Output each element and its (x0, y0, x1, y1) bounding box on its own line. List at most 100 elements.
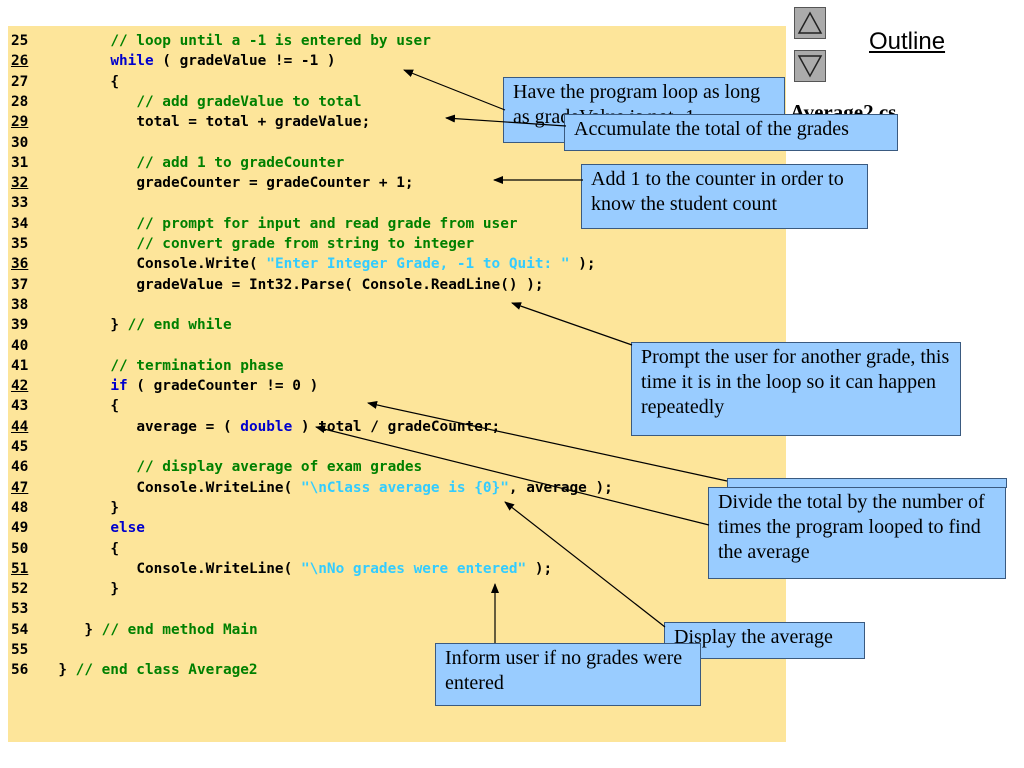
previous-slide-button[interactable] (794, 7, 826, 39)
indent (41, 520, 110, 536)
indent (41, 216, 136, 232)
line-number: 37 (11, 276, 29, 293)
code-line: 36 Console.Write( "Enter Integer Grade, … (11, 254, 596, 274)
code-line: 46 // display average of exam grades (11, 457, 422, 477)
code-text: } (58, 662, 76, 679)
code-line: 30 (11, 133, 41, 153)
line-number: 28 (11, 93, 29, 110)
line-number: 38 (11, 296, 29, 313)
indent (41, 236, 136, 252)
code-line: 31 // add 1 to gradeCounter (11, 153, 344, 173)
indent (41, 114, 136, 130)
line-number: 51 (11, 560, 29, 577)
indent (41, 53, 110, 69)
indent (41, 277, 136, 293)
code-line: 49 else (11, 518, 145, 538)
code-line: 43 { (11, 396, 119, 416)
line-number: 41 (11, 357, 29, 374)
code-comment: // termination phase (110, 357, 284, 374)
code-line: 25 // loop until a -1 is entered by user (11, 31, 431, 51)
indent (41, 500, 110, 516)
code-text: average = ( (136, 418, 241, 435)
line-number: 25 (11, 33, 29, 49)
code-comment: // prompt for input and read grade from … (136, 215, 518, 232)
code-text: ); (569, 256, 596, 273)
code-text: ); (526, 560, 553, 577)
code-comment: // add gradeValue to total (136, 93, 362, 110)
code-text: } (110, 317, 128, 334)
indent (41, 459, 136, 475)
code-text: { (110, 73, 119, 90)
line-number: 53 (11, 601, 29, 618)
indent (41, 317, 110, 333)
code-line: 27 { (11, 72, 119, 92)
code-keyword: double (240, 418, 293, 435)
callout-prompt: Prompt the user for another grade, this … (631, 342, 961, 436)
line-number: 35 (11, 236, 29, 252)
code-line: 35 // convert grade from string to integ… (11, 234, 474, 254)
code-string: "Enter Integer Grade, -1 to Quit: " (266, 256, 570, 273)
indent (41, 398, 110, 414)
code-text: { (110, 540, 119, 557)
indent (41, 94, 136, 110)
code-text: ( gradeValue != -1 ) (153, 53, 336, 70)
code-line: 39 } // end while (11, 315, 232, 335)
code-text: Console.WriteLine( (136, 479, 301, 496)
code-text: ) total / gradeCounter; (292, 418, 501, 435)
line-number: 42 (11, 378, 29, 395)
line-number: 55 (11, 642, 29, 658)
code-line: 47 Console.WriteLine( "\nClass average i… (11, 478, 613, 498)
code-line: 56 } // end class Average2 (11, 660, 258, 680)
callout-inform: Inform user if no grades were entered (435, 643, 701, 706)
code-line: 40 (11, 336, 41, 356)
code-line: 54 } // end method Main (11, 620, 258, 640)
line-number: 33 (11, 195, 29, 212)
line-number: 40 (11, 337, 29, 354)
line-number: 52 (11, 581, 29, 598)
code-line: 37 gradeValue = Int32.Parse( Console.Rea… (11, 275, 544, 295)
code-line: 34 // prompt for input and read grade fr… (11, 214, 518, 234)
line-number: 31 (11, 154, 29, 171)
code-line: 53 (11, 599, 41, 619)
indent (41, 480, 136, 496)
line-number: 29 (11, 114, 29, 131)
line-number: 46 (11, 459, 29, 476)
code-line: 48 } (11, 498, 119, 518)
line-number: 45 (11, 439, 29, 455)
code-comment: // convert grade from string to integer (136, 236, 475, 252)
line-number: 27 (11, 73, 29, 90)
code-text: ( gradeCounter != 0 ) (127, 378, 319, 395)
code-comment: // end class Average2 (75, 662, 258, 679)
line-number: 39 (11, 317, 29, 334)
code-line: 41 // termination phase (11, 356, 284, 376)
code-line: 52 } (11, 579, 119, 599)
code-comment: // end method Main (101, 621, 258, 638)
next-slide-button[interactable] (794, 50, 826, 82)
indent (41, 419, 136, 435)
code-text: , average ); (508, 479, 613, 496)
line-number: 30 (11, 134, 29, 151)
code-text: } (110, 499, 119, 516)
outline-link[interactable]: Outline (869, 28, 946, 55)
code-text: total = total + gradeValue; (136, 114, 371, 131)
code-keyword: if (110, 378, 128, 395)
code-text: gradeValue = Int32.Parse( Console.ReadLi… (136, 276, 544, 293)
code-text: Console.WriteLine( (136, 560, 301, 577)
code-keyword: else (110, 520, 145, 537)
line-number: 49 (11, 520, 29, 537)
line-number: 32 (11, 175, 29, 192)
line-number: 36 (11, 256, 29, 273)
code-keyword: while (110, 53, 154, 70)
code-line: 55 (11, 640, 41, 660)
code-line: 33 (11, 193, 41, 213)
triangle-up-icon (797, 11, 823, 34)
code-string: "\nClass average is {0}" (300, 479, 509, 496)
code-comment: // end while (127, 317, 232, 334)
code-comment: // display average of exam grades (136, 459, 423, 476)
indent (41, 541, 110, 557)
indent (41, 74, 110, 90)
code-line: 44 average = ( double ) total / gradeCou… (11, 417, 500, 437)
indent (41, 662, 58, 678)
code-line: 38 (11, 295, 41, 315)
code-text: } (110, 581, 119, 598)
